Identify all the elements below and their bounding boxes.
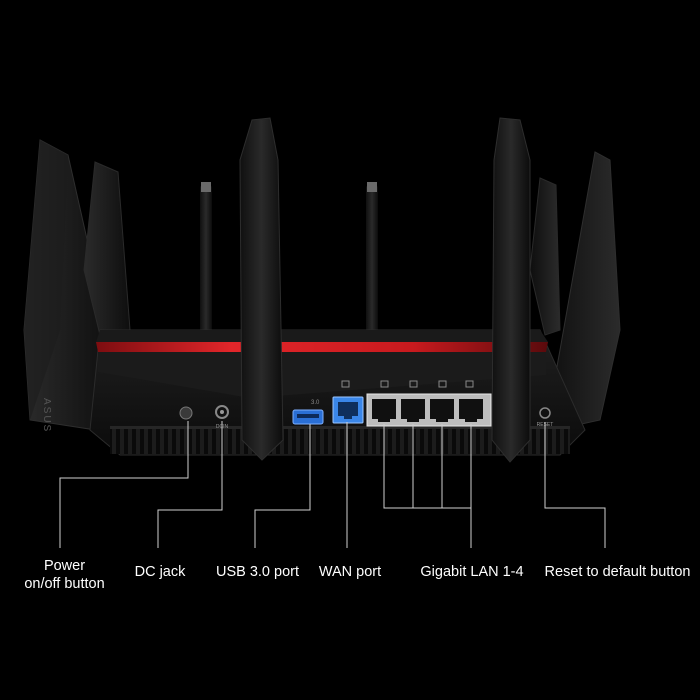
right-antennas: [529, 151, 621, 433]
callout-dc-jack-label: DC jack: [134, 564, 186, 580]
reset-button: [539, 407, 551, 419]
port-panel: DCIN RESET: [179, 380, 553, 430]
usb-mark: 3.0: [311, 400, 320, 406]
callout-usb-label: USB 3.0 port: [215, 564, 299, 580]
left-antennas: [23, 139, 131, 431]
callout-lan-label: Gigabit LAN 1-4: [420, 564, 524, 580]
callout-reset-label: Reset to default button: [544, 564, 691, 580]
power-button: [179, 406, 193, 420]
brand-logo: ASUS: [41, 398, 52, 433]
rear-antennas: [200, 182, 378, 335]
front-antennas: [239, 117, 531, 463]
accent-stripe: [96, 342, 548, 352]
callout-lines: [59, 421, 606, 548]
callout-power-label: Power on/off button: [24, 558, 105, 592]
lan-ports: [372, 399, 483, 422]
callout-wan-label: WAN port: [318, 564, 382, 580]
